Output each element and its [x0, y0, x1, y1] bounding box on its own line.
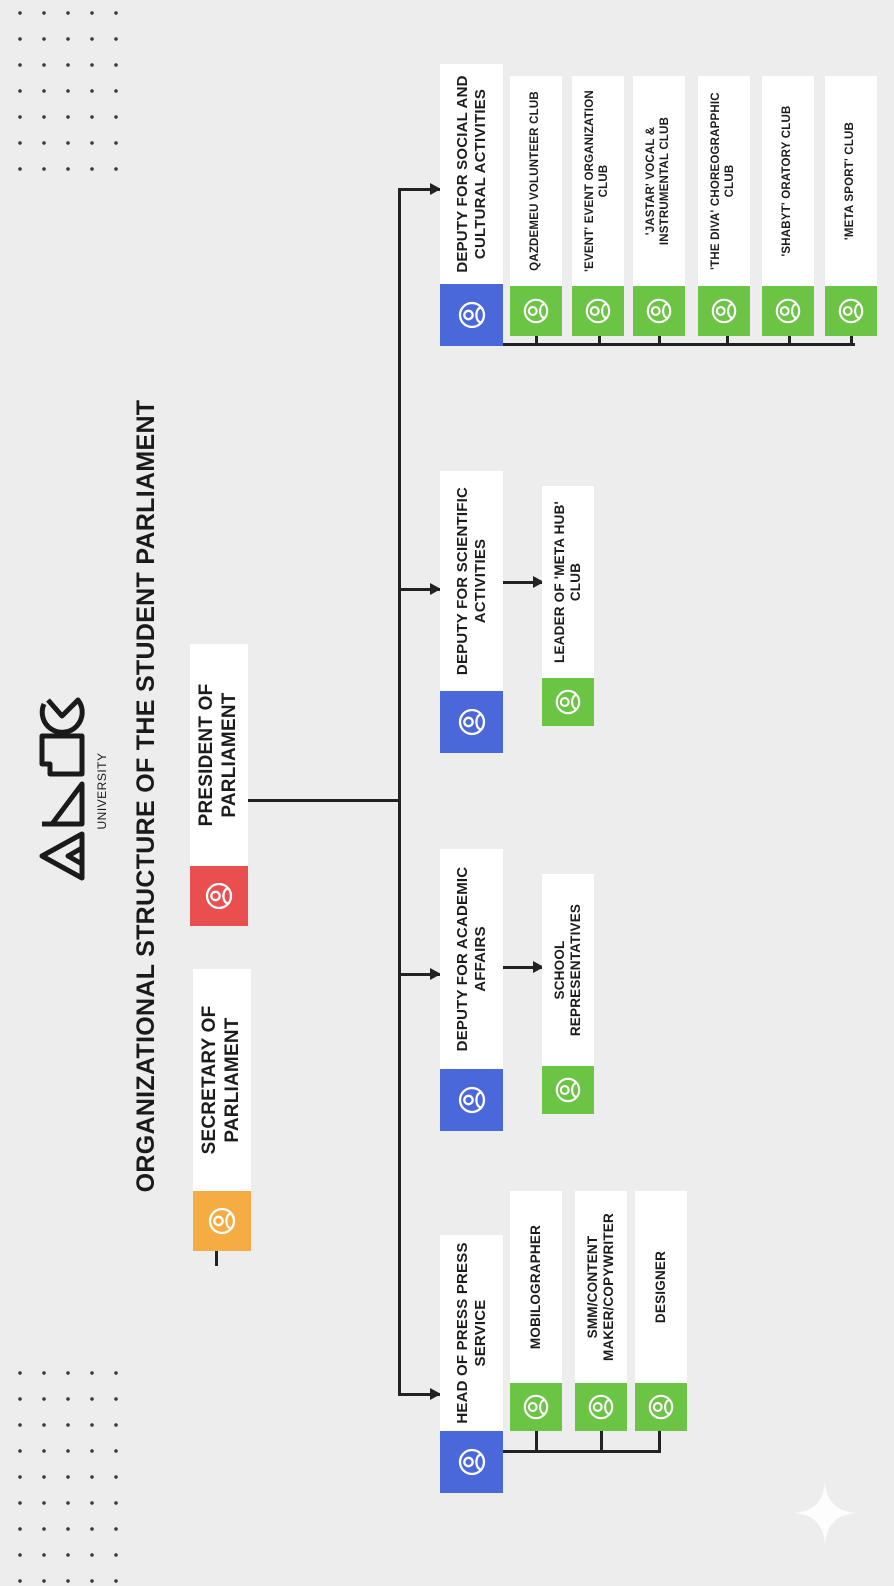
logo-mark — [39, 697, 85, 881]
person-circle-icon — [440, 691, 503, 753]
person-circle-icon — [575, 1383, 627, 1431]
secretary-card: SECRETARY OF PARLIAMENT — [193, 969, 251, 1251]
person-circle-icon — [542, 1066, 594, 1114]
deputy-label: DEPUTY FOR SOCIAL AND CULTURAL ACTIVITIE… — [453, 75, 489, 273]
person-circle-icon — [440, 284, 503, 346]
deputy-card-press: HEAD OF PRESS PRESS SERVICE — [440, 1235, 503, 1493]
sparkle-icon — [794, 1482, 856, 1544]
member-card: 'EVENT' EVENT ORGANIZATION CLUB — [572, 76, 624, 336]
dot-pattern-top — [8, 0, 120, 180]
member-card: LEADER OF 'META HUB' CLUB — [542, 486, 594, 726]
deputy-card-social-cultural: DEPUTY FOR SOCIAL AND CULTURAL ACTIVITIE… — [440, 64, 503, 346]
person-circle-icon — [762, 286, 814, 336]
member-label: DESIGNER — [652, 1250, 668, 1324]
person-circle-icon — [572, 286, 624, 336]
person-circle-icon — [193, 1191, 251, 1251]
connector-line — [245, 799, 400, 802]
deputy-label: DEPUTY FOR ACADEMIC AFFAIRS — [453, 866, 489, 1052]
president-label: PRESIDENT OF PARLIAMENT — [196, 683, 240, 827]
member-label: 'EVENT' EVENT ORGANIZATION CLUB — [584, 90, 610, 272]
person-circle-icon — [190, 866, 248, 926]
person-circle-icon — [510, 1383, 562, 1431]
member-card: MOBILOGRAPHER — [510, 1191, 562, 1431]
member-label: LEADER OF 'META HUB' CLUB — [551, 501, 583, 663]
person-circle-icon — [698, 286, 750, 336]
person-circle-icon — [825, 286, 877, 336]
person-circle-icon — [633, 286, 685, 336]
secretary-label: SECRETARY OF PARLIAMENT — [199, 1005, 243, 1155]
member-label: QAZDEMEU VOLUNTEER CLUB — [529, 91, 542, 271]
connector-line — [470, 343, 855, 346]
deputy-card-academic: DEPUTY FOR ACADEMIC AFFAIRS — [440, 849, 503, 1131]
deputy-card-scientific: DEPUTY FOR SCIENTIFIC ACTIVITIES — [440, 471, 503, 753]
president-card: PRESIDENT OF PARLIAMENT — [190, 644, 248, 926]
person-circle-icon — [542, 678, 594, 726]
dot-pattern-bottom — [8, 1360, 120, 1586]
member-card: 'THE DIVA' CHOREOGRAPPHIC CLUB — [698, 76, 750, 336]
connector-line — [398, 191, 401, 1396]
member-card: SCHOOL REPRESENTATIVES — [542, 874, 594, 1114]
deputy-label: HEAD OF PRESS PRESS SERVICE — [453, 1242, 489, 1424]
university-logo: UNIVERSITY — [30, 686, 110, 896]
person-circle-icon — [510, 286, 562, 336]
member-card: 'JASTAR' VOCAL & INSTRUMENTAL CLUB — [633, 76, 685, 336]
member-card: DESIGNER — [635, 1191, 687, 1431]
member-card: SMM/CONTENT MAKER/COPYWRITER — [575, 1191, 627, 1431]
member-card: QAZDEMEU VOLUNTEER CLUB — [510, 76, 562, 336]
member-label: MOBILOGRAPHER — [527, 1224, 543, 1350]
member-label: SMM/CONTENT MAKER/COPYWRITER — [584, 1213, 616, 1361]
logo-subtitle: UNIVERSITY — [95, 752, 109, 830]
person-circle-icon — [440, 1069, 503, 1131]
member-label: 'JASTAR' VOCAL & INSTRUMENTAL CLUB — [645, 116, 671, 246]
member-label: SCHOOL REPRESENTATIVES — [551, 903, 583, 1037]
member-label: 'META SPORT' CLUB — [844, 121, 857, 241]
member-label: 'SHABYT' ORATORY CLUB — [781, 105, 794, 257]
member-card: 'SHABYT' ORATORY CLUB — [762, 76, 814, 336]
member-card: 'META SPORT' CLUB — [825, 76, 877, 336]
person-circle-icon — [635, 1383, 687, 1431]
chart-title: ORGANIZATIONAL STRUCTURE OF THE STUDENT … — [131, 399, 160, 1193]
member-label: 'THE DIVA' CHOREOGRAPPHIC CLUB — [710, 92, 736, 270]
connector-line — [498, 1450, 660, 1453]
deputy-label: DEPUTY FOR SCIENTIFIC ACTIVITIES — [453, 486, 489, 676]
person-circle-icon — [440, 1431, 503, 1493]
